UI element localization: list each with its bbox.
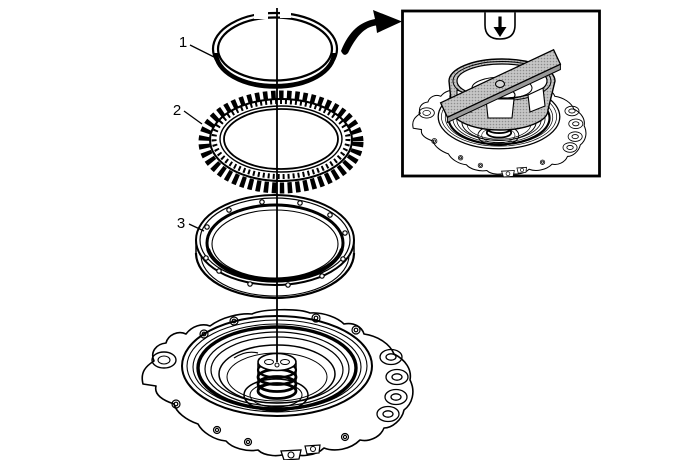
inset-box	[401, 9, 601, 179]
leader-line-1	[189, 44, 215, 58]
callout-label-1: 1	[178, 34, 188, 51]
leader-line-3	[188, 223, 205, 232]
part-1-snap-ring	[211, 6, 339, 89]
leader-line-2	[183, 110, 203, 125]
part-3-retainer-ring	[194, 194, 356, 300]
callout-label-2: 2	[172, 102, 182, 119]
callout-leader-lines	[183, 44, 215, 232]
compressor-tool	[439, 48, 562, 131]
part-2-toothed-ring	[198, 90, 364, 194]
inset-down-arrow-icon	[484, 12, 516, 40]
callout-label-3: 3	[176, 215, 186, 232]
assembly-curved-arrow-icon	[341, 10, 402, 55]
